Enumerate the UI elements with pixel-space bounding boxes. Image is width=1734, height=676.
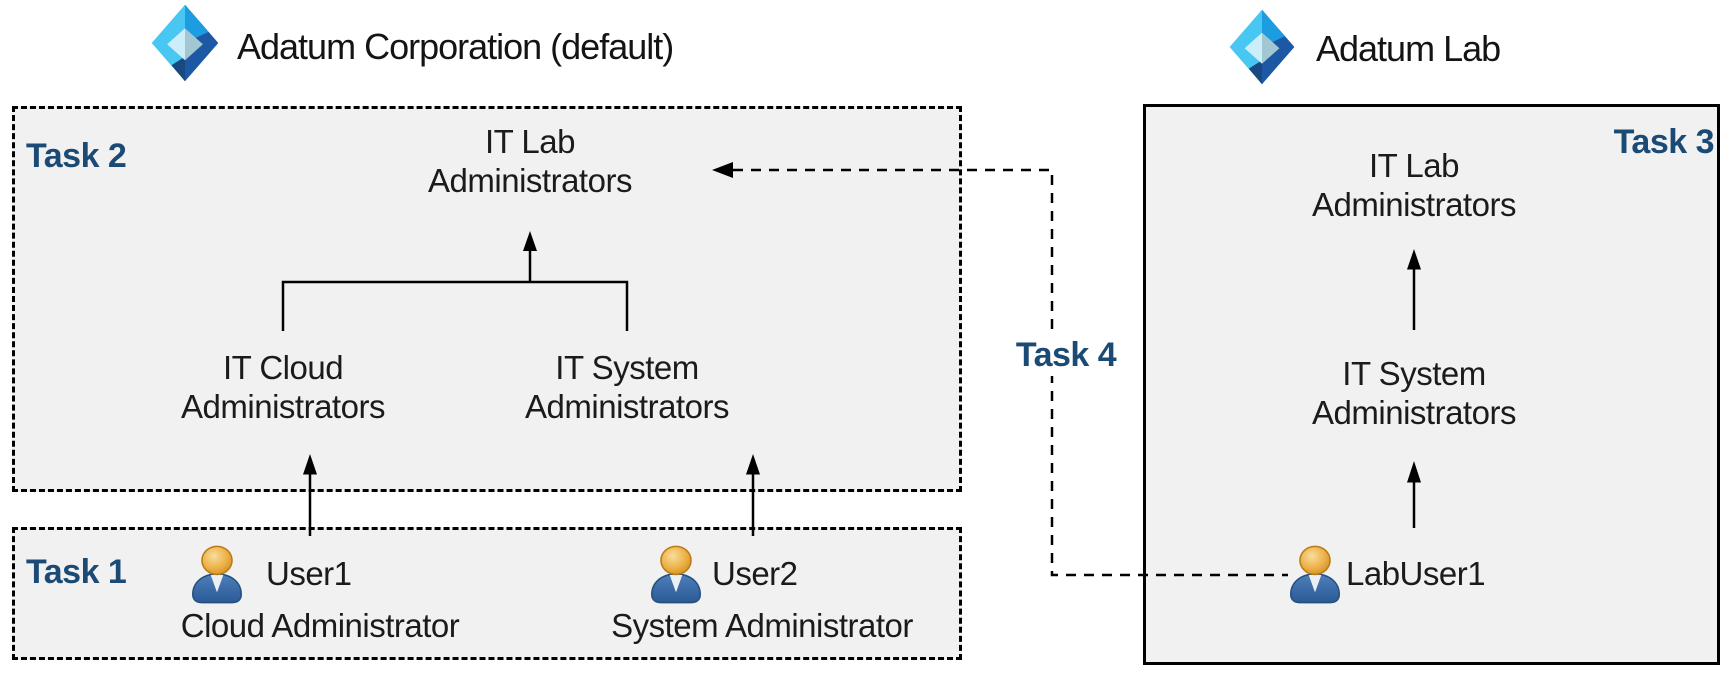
user2-name: User2: [712, 555, 798, 592]
group-it-lab-administrators-lab: IT Lab Administrators: [1264, 146, 1564, 224]
user1-name: User1: [266, 555, 352, 592]
group-label-line2: Administrators: [1312, 394, 1516, 431]
primary-tenant-title: Adatum Corporation (default): [237, 26, 674, 67]
group-label-line2: Administrators: [1312, 186, 1516, 223]
group-it-system-administrators: IT System Administrators: [477, 348, 777, 426]
task3-label: Task 3: [1613, 123, 1715, 161]
group-label-line1: IT System: [555, 349, 699, 386]
user-person-icon: [186, 542, 248, 604]
group-label-line2: Administrators: [181, 388, 385, 425]
user1-role: Cloud Administrator: [180, 607, 460, 644]
user-person-icon: [645, 542, 707, 604]
user2-role: System Administrator: [611, 607, 913, 644]
task4-label: Task 4: [1000, 335, 1132, 376]
group-label-line1: IT Lab: [1369, 147, 1459, 184]
task1-label: Task 1: [26, 553, 127, 591]
group-label-line1: IT System: [1342, 355, 1486, 392]
group-label-line1: IT Cloud: [222, 349, 344, 386]
task2-label: Task 2: [26, 137, 127, 175]
azure-ad-tenant-icon: [1226, 6, 1298, 88]
lab-tenant-title: Adatum Lab: [1316, 28, 1501, 69]
group-label-line1: IT Lab: [485, 123, 575, 160]
group-label-line2: Administrators: [525, 388, 729, 425]
user-person-icon: [1284, 542, 1346, 604]
group-label-line2: Administrators: [428, 162, 632, 199]
group-it-cloud-administrators: IT Cloud Administrators: [133, 348, 433, 426]
group-it-system-administrators-lab: IT System Administrators: [1264, 354, 1564, 432]
labuser1-name: LabUser1: [1346, 555, 1486, 592]
group-it-lab-administrators: IT Lab Administrators: [380, 122, 680, 200]
azure-ad-tenant-icon: [148, 2, 222, 84]
